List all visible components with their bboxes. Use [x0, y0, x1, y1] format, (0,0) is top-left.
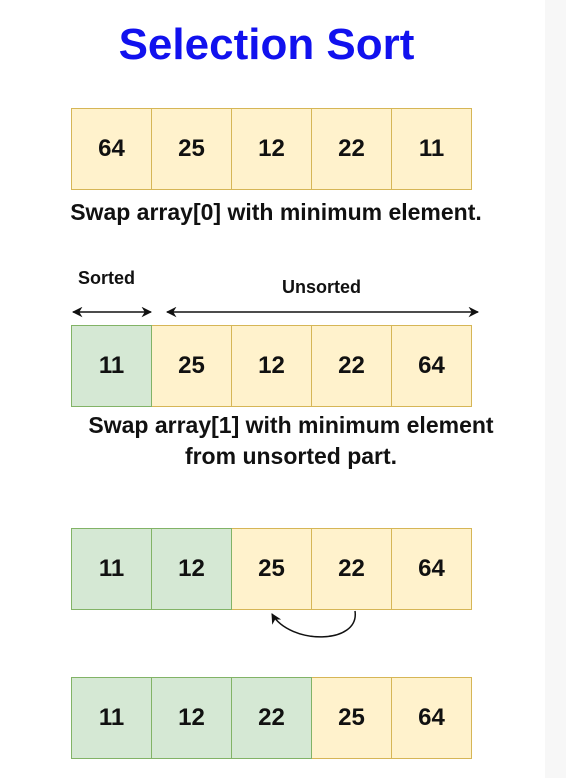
array-cell: 25 [311, 677, 392, 759]
array-cell: 11 [71, 528, 152, 610]
array-row-step-3: 11 12 25 22 64 [71, 528, 472, 610]
array-cell: 25 [151, 325, 232, 407]
array-cell: 22 [311, 528, 392, 610]
step-2-caption-line-2: from unsorted part. [184, 443, 398, 469]
array-cell: 25 [231, 528, 312, 610]
step-2-caption-line-1: Swap array[1] with minimum element [88, 412, 494, 438]
array-row-step-2: 11 25 12 22 64 [71, 325, 472, 407]
array-cell: 25 [151, 108, 232, 190]
step-2-caption: Swap array[1] with minimum element from … [8, 410, 566, 472]
array-cell: 12 [231, 108, 312, 190]
sorted-label: Sorted [78, 268, 136, 288]
array-cell: 22 [311, 108, 392, 190]
swap-curved-arrow [271, 610, 356, 638]
array-cell: 11 [71, 325, 152, 407]
array-cell: 22 [231, 677, 312, 759]
array-cell: 64 [71, 108, 152, 190]
array-cell: 22 [311, 325, 392, 407]
array-cell: 64 [391, 325, 472, 407]
array-row-step-1: 64 25 12 22 11 [71, 108, 472, 190]
array-cell: 12 [151, 528, 232, 610]
array-cell: 64 [391, 677, 472, 759]
page-title: Selection Sort [118, 20, 415, 69]
right-edge-shade [545, 0, 566, 778]
unsorted-label: Unsorted [282, 277, 362, 297]
array-cell: 11 [391, 108, 472, 190]
array-cell: 64 [391, 528, 472, 610]
array-cell: 12 [151, 677, 232, 759]
array-cell: 12 [231, 325, 312, 407]
array-row-step-4: 11 12 22 25 64 [71, 677, 472, 759]
array-cell: 11 [71, 677, 152, 759]
step-1-caption: Swap array[0] with minimum element. [70, 199, 482, 225]
